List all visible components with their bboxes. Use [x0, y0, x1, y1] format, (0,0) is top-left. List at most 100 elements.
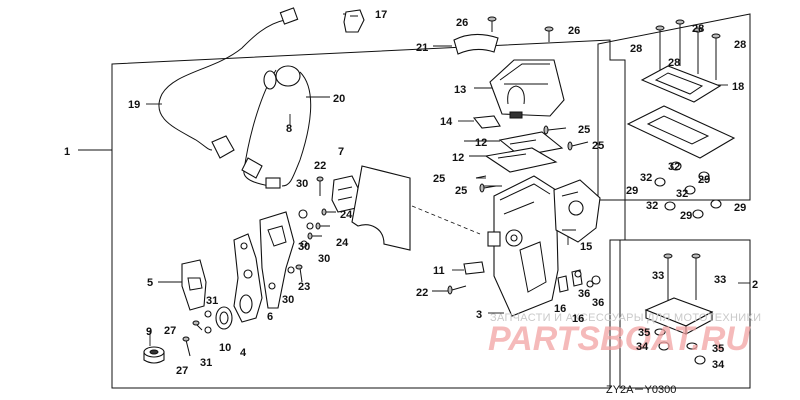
- wire-harness-19: [158, 7, 299, 159]
- bolts-33: [663, 253, 701, 300]
- washer-10: [215, 306, 233, 330]
- cover-cap-21: [453, 33, 499, 55]
- callout-32c: 32: [676, 188, 688, 200]
- callout-6: 6: [267, 311, 273, 323]
- callout-14: 14: [440, 116, 453, 128]
- callout-29b: 29: [626, 185, 638, 197]
- screws-27-31: [182, 310, 212, 357]
- top-cover-kit-frame: [597, 13, 751, 201]
- bolts-28: [655, 19, 721, 80]
- nuts-29-32: [654, 161, 722, 219]
- callout-23: 23: [298, 281, 310, 293]
- clip-14: [472, 115, 501, 129]
- callout-24b: 24: [336, 237, 349, 249]
- callout-16a: 16: [554, 303, 566, 315]
- callout-15: 15: [580, 241, 592, 253]
- callout-4: 4: [240, 347, 247, 359]
- callout-30c: 30: [318, 253, 330, 265]
- callout-29d: 29: [680, 210, 692, 222]
- base-plate: [626, 105, 736, 159]
- leader-lines: [78, 13, 750, 346]
- grommet-17: [343, 9, 365, 33]
- callout-33a: 33: [652, 270, 664, 282]
- switch-15: [553, 179, 601, 243]
- watermark-line-2: PARTSBOAT.RU: [488, 320, 751, 358]
- callout-5: 5: [147, 277, 153, 289]
- bracket-6: [259, 211, 295, 309]
- callout-9: 9: [146, 326, 152, 338]
- callout-18: 18: [732, 81, 744, 93]
- grommet-7: [331, 175, 359, 213]
- callout-2: 2: [752, 279, 758, 291]
- watermark-line-1: ЗАПЧАСТИ И АКСЕССУАРЫ ДЛЯ МОТОТЕХНИКИ: [490, 312, 761, 324]
- callout-12a: 12: [475, 137, 487, 149]
- callout-30a: 30: [296, 178, 308, 190]
- spacers-16-nuts-36: [557, 269, 601, 293]
- callout-36a: 36: [578, 288, 590, 300]
- callout-26a: 26: [456, 17, 468, 29]
- screws-22-24-30: [287, 176, 336, 283]
- callout-1: 1: [64, 146, 70, 158]
- callout-27b: 27: [176, 365, 188, 377]
- callout-13: 13: [454, 84, 466, 96]
- callout-17: 17: [375, 9, 387, 21]
- callout-labels: 1 2 3 4 5 6 7 8 9 10 11 12 12 13 14 15 1…: [64, 9, 758, 377]
- gasket-18: [640, 65, 722, 103]
- callout-22a: 22: [314, 160, 326, 172]
- callout-10: 10: [219, 342, 231, 354]
- callout-31a: 31: [206, 295, 218, 307]
- assembly-guide-line: [411, 205, 481, 235]
- callout-36b: 36: [592, 297, 604, 309]
- callout-11: 11: [433, 265, 445, 277]
- callout-24a: 24: [340, 209, 353, 221]
- callout-25b: 25: [592, 140, 604, 152]
- plate-12-upper: [498, 131, 564, 157]
- screws-25: [475, 125, 589, 193]
- callout-26b: 26: [568, 25, 580, 37]
- washers-34-35: [654, 328, 706, 365]
- callout-25c: 25: [433, 173, 445, 185]
- gasket-kit-frame: [619, 239, 751, 389]
- callout-28c: 28: [668, 57, 680, 69]
- screws-26: [487, 16, 554, 42]
- callout-20: 20: [333, 93, 345, 105]
- callout-19: 19: [128, 99, 140, 111]
- callout-34b: 34: [712, 359, 725, 371]
- callout-30d: 30: [282, 294, 294, 306]
- callout-29a: 29: [698, 174, 710, 186]
- clip-11: [463, 261, 485, 275]
- knob-9: [143, 346, 165, 364]
- bracket-5: [181, 259, 207, 311]
- wire-harness-20: [241, 65, 312, 189]
- callout-34a: 34: [636, 341, 649, 353]
- callout-31b: 31: [200, 357, 212, 369]
- callout-32d: 32: [646, 200, 658, 212]
- diagram-code: ZY2A－Y0300: [606, 384, 676, 396]
- housing-3: [487, 175, 559, 317]
- callout-35a: 35: [638, 327, 650, 339]
- callout-22b: 22: [416, 287, 428, 299]
- callout-35b: 35: [712, 343, 724, 355]
- callout-28a: 28: [630, 43, 642, 55]
- callout-21: 21: [416, 42, 428, 54]
- callout-33b: 33: [714, 274, 726, 286]
- gasket-block: [644, 297, 714, 335]
- callout-25d: 25: [455, 185, 467, 197]
- top-cover-13: [489, 59, 565, 119]
- callout-32a: 32: [668, 161, 680, 173]
- callout-27a: 27: [164, 325, 176, 337]
- callout-3: 3: [476, 309, 482, 321]
- callout-28d: 28: [734, 39, 746, 51]
- callout-7: 7: [338, 146, 344, 158]
- callout-32b: 32: [640, 172, 652, 184]
- lever-4: [233, 233, 263, 323]
- callout-25a: 25: [578, 124, 590, 136]
- gasket-plate: [351, 165, 411, 251]
- callout-29c: 29: [734, 202, 746, 214]
- plate-12-lower: [484, 147, 558, 173]
- callout-8: 8: [286, 123, 292, 135]
- callout-16b: 16: [572, 313, 584, 325]
- callout-28b: 28: [692, 23, 704, 35]
